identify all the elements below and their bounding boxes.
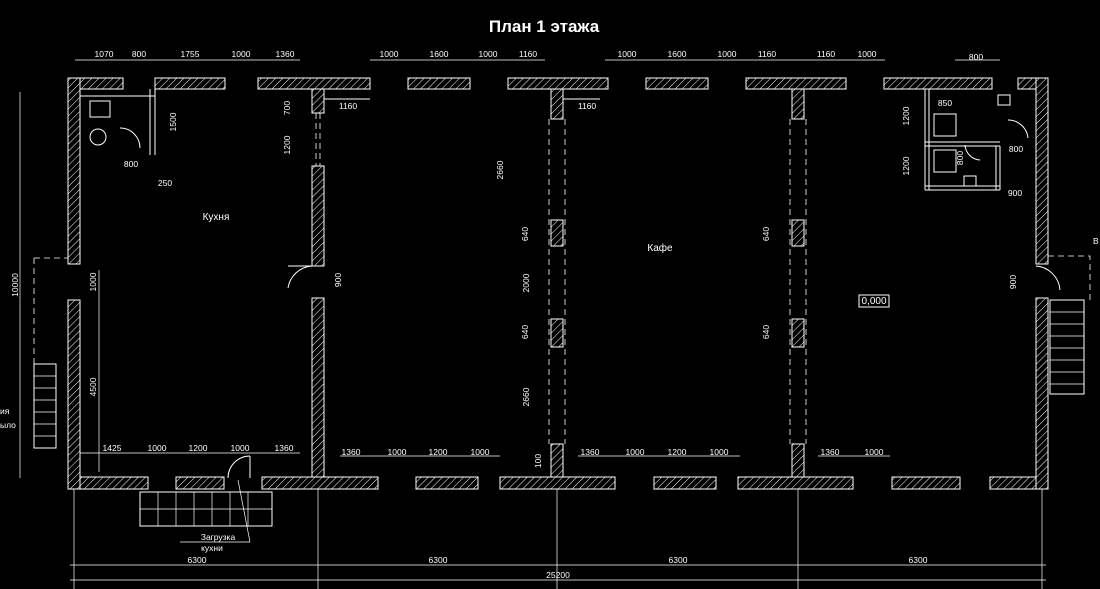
- dim-top: 800: [132, 49, 146, 59]
- dim-bottom: 1000: [710, 447, 729, 457]
- dim-top: 1160: [817, 49, 836, 59]
- plumbing-fixtures: [89, 94, 1011, 187]
- dim-1200: 1200: [901, 106, 911, 125]
- side-note: В: [1093, 236, 1099, 246]
- dim-bottom: 1360: [342, 447, 361, 457]
- bottom-dimension-values: 1425 1000 1200 1000 1360 1360 1000 1200 …: [103, 443, 884, 457]
- dim-900: 900: [1008, 275, 1018, 289]
- axis-span: 6300: [669, 555, 688, 565]
- dim-4500: 4500: [88, 377, 98, 396]
- dim-top: 1070: [95, 49, 114, 59]
- dim-top: 1000: [479, 49, 498, 59]
- dim-1000: 1000: [88, 272, 98, 291]
- dim-900: 900: [333, 273, 343, 287]
- dim-bottom: 1000: [148, 443, 167, 453]
- axis-span: 6300: [429, 555, 448, 565]
- dim-bottom: 1000: [865, 447, 884, 457]
- dim-bottom: 1200: [668, 447, 687, 457]
- loading-label: кухни: [201, 543, 223, 553]
- room-labels: Кухня Кафе 0,000 Загрузка кухни ия ыло В: [0, 212, 1099, 553]
- dim-1500: 1500: [168, 112, 178, 131]
- dim-bottom: 1200: [429, 447, 448, 457]
- dim-2660: 2660: [495, 160, 505, 179]
- dim-1200: 1200: [282, 135, 292, 154]
- dim-bottom: 1425: [103, 443, 122, 453]
- dim-10000: 10000: [10, 273, 20, 297]
- dim-bottom: 1360: [821, 447, 840, 457]
- dim-top: 1000: [858, 49, 877, 59]
- door-swings: [119, 119, 1061, 479]
- dim-top: 1160: [758, 49, 777, 59]
- stairs: [33, 255, 1091, 527]
- top-dimension-values: 1070 800 1755 1000 1360 1000 1600 1000 1…: [95, 49, 984, 62]
- dim-top: 1600: [668, 49, 687, 59]
- inner-dimension-values: 700 1160 1160 1500 1200 800 250 2660 640…: [10, 92, 1023, 478]
- axis-span: 6300: [188, 555, 207, 565]
- dim-top: 1000: [380, 49, 399, 59]
- outer-walls: [67, 77, 1049, 490]
- dim-700: 700: [282, 101, 292, 115]
- dim-bottom: 1000: [231, 443, 250, 453]
- dim-1200: 1200: [901, 156, 911, 175]
- bottom-dimension-chain: [80, 452, 890, 457]
- room-label-kitchen: Кухня: [203, 212, 230, 223]
- dim-top: 1000: [618, 49, 637, 59]
- dim-1160: 1160: [339, 101, 358, 111]
- dim-top: 1000: [718, 49, 737, 59]
- dim-800: 800: [124, 159, 138, 169]
- dim-1160: 1160: [578, 101, 597, 111]
- dim-640: 640: [520, 325, 530, 339]
- dim-bottom: 1000: [471, 447, 490, 457]
- dim-2660: 2660: [521, 387, 531, 406]
- room-label-cafe: Кафе: [647, 242, 673, 254]
- total-length: 25200: [546, 570, 570, 580]
- axis-dimensions: 6300 6300 6300 6300 25200: [70, 489, 1046, 589]
- dim-bottom: 1200: [189, 443, 208, 453]
- interior-walls: [80, 88, 1001, 478]
- dim-800: 800: [1009, 144, 1023, 154]
- side-note: ыло: [0, 420, 16, 430]
- plan-title: План 1 этажа: [489, 17, 600, 36]
- side-note: ия: [0, 406, 10, 416]
- dim-850: 850: [938, 98, 952, 108]
- dim-top: 1360: [276, 49, 295, 59]
- dim-top: 1600: [430, 49, 449, 59]
- dim-250: 250: [158, 178, 172, 188]
- dim-640: 640: [761, 227, 771, 241]
- dim-top: 1160: [519, 49, 538, 59]
- dim-top: 1000: [232, 49, 251, 59]
- dim-640: 640: [761, 325, 771, 339]
- dim-800: 800: [955, 151, 965, 165]
- axis-span: 6300: [909, 555, 928, 565]
- dim-bottom: 1000: [388, 447, 407, 457]
- dim-900: 900: [1008, 188, 1022, 198]
- floor-level-mark: 0,000: [861, 296, 886, 307]
- loading-label: Загрузка: [201, 532, 236, 542]
- dim-100: 100: [533, 454, 543, 468]
- dim-bottom: 1360: [275, 443, 294, 453]
- dim-top: 1755: [181, 49, 200, 59]
- dim-2000: 2000: [521, 273, 531, 292]
- dim-bottom: 1000: [626, 447, 645, 457]
- dim-bottom: 1360: [581, 447, 600, 457]
- dim-top: 800: [969, 52, 983, 62]
- dim-640: 640: [520, 227, 530, 241]
